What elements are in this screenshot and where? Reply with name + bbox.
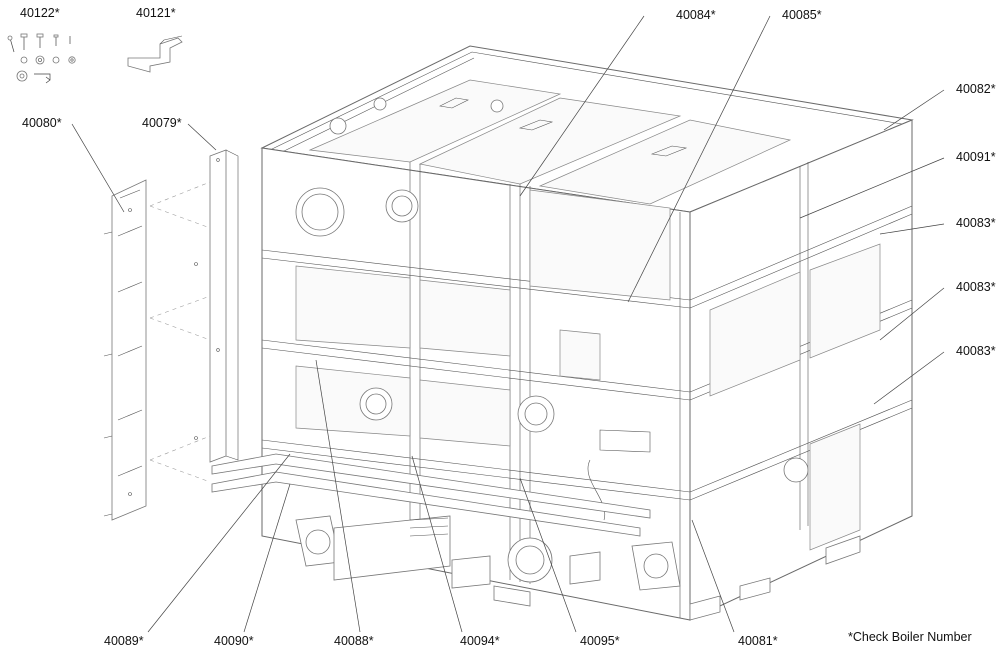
part-label-40091: 40091* xyxy=(956,150,996,164)
dashed-zigzag xyxy=(149,181,211,483)
leader-lines xyxy=(71,15,945,633)
part-label-40095: 40095* xyxy=(580,634,620,648)
part-label-40121: 40121* xyxy=(136,6,176,20)
part-label-40085: 40085* xyxy=(782,8,822,22)
part-label-40090: 40090* xyxy=(214,634,254,648)
boiler-number-note: *Check Boiler Number xyxy=(848,630,972,644)
part-label-40082: 40082* xyxy=(956,82,996,96)
part-label-40088: 40088* xyxy=(334,634,374,648)
part-label-40084: 40084* xyxy=(676,8,716,22)
part-label-40094: 40094* xyxy=(460,634,500,648)
part-label-40122: 40122* xyxy=(20,6,60,20)
part-label-40083-middle: 40083* xyxy=(956,280,996,294)
bracket-part xyxy=(127,35,183,73)
boiler-cabinet xyxy=(211,45,914,621)
part-label-40081: 40081* xyxy=(738,634,778,648)
side-panel-40080 xyxy=(103,179,147,521)
part-label-40080: 40080* xyxy=(22,116,62,130)
part-label-40089: 40089* xyxy=(104,634,144,648)
part-label-40083-upper: 40083* xyxy=(956,216,996,230)
part-label-40083-lower: 40083* xyxy=(956,344,996,358)
front-strip-40079 xyxy=(194,149,239,463)
hardware-parts xyxy=(7,33,76,84)
part-label-40079: 40079* xyxy=(142,116,182,130)
